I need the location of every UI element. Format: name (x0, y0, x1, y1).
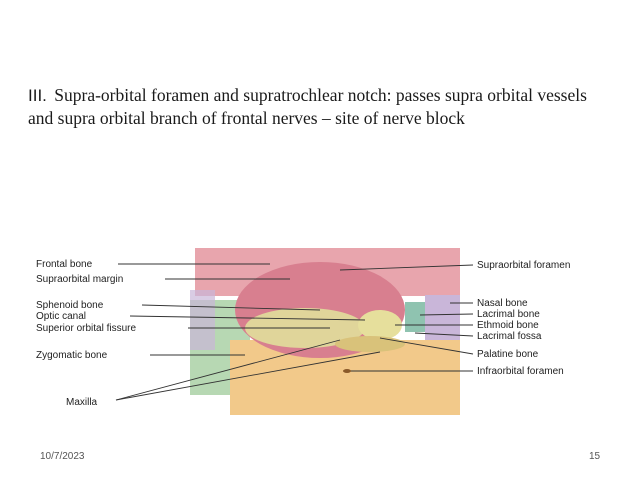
label-optic-canal: Optic canal (36, 311, 86, 322)
palatine-region (335, 336, 405, 352)
leader-lacrimal-fossa (414, 332, 474, 337)
leader-lines (115, 263, 474, 401)
lacrimal-region (405, 302, 425, 332)
label-frontal-bone: Frontal bone (36, 259, 93, 270)
leader-optic-canal (129, 315, 366, 321)
nasal-bone-region (425, 295, 460, 340)
slide-body-text: III. Supra-orbital foramen and supratroc… (28, 84, 588, 129)
leader-supraorbital-foramen (339, 264, 474, 271)
label-palatine-bone: Palatine bone (477, 349, 539, 360)
infraorbital-foramen-mark (343, 369, 351, 373)
label-maxilla: Maxilla (66, 397, 98, 408)
label-zygomatic-bone: Zygomatic bone (36, 350, 108, 361)
item-number: III. (28, 86, 47, 105)
label-supraorbital-foramen: Supraorbital foramen (477, 260, 570, 271)
label-lacrimal-bone: Lacrimal bone (477, 309, 540, 320)
label-nasal-bone: Nasal bone (477, 298, 528, 309)
label-superior-orbital-fissure: Superior orbital fissure (36, 323, 136, 334)
ethmoid-region (358, 310, 402, 340)
item-description: Supra-orbital foramen and supratrochlear… (28, 85, 587, 128)
leader-sphenoid (141, 304, 321, 311)
label-infraorbital-foramen: Infraorbital foramen (477, 366, 564, 377)
orbit-anatomy-figure: Frontal bone Supraorbital margin Sphenoi… (30, 240, 620, 420)
skull-illustration (190, 248, 460, 415)
orbit-anatomy-svg: Frontal bone Supraorbital margin Sphenoi… (36, 248, 570, 415)
leader-palatine (379, 337, 474, 355)
leader-lacrimal-bone (419, 313, 474, 316)
footer-date: 10/7/2023 (40, 451, 85, 462)
label-sphenoid-bone: Sphenoid bone (36, 300, 104, 311)
label-ethmoid-bone: Ethmoid bone (477, 320, 539, 331)
left-side-bone (190, 290, 215, 350)
leader-maxilla-2 (115, 351, 381, 401)
label-lacrimal-fossa: Lacrimal fossa (477, 331, 542, 342)
label-supraorbital-margin: Supraorbital margin (36, 274, 123, 285)
leader-maxilla-1 (115, 339, 341, 401)
footer-page-number: 15 (589, 451, 601, 462)
